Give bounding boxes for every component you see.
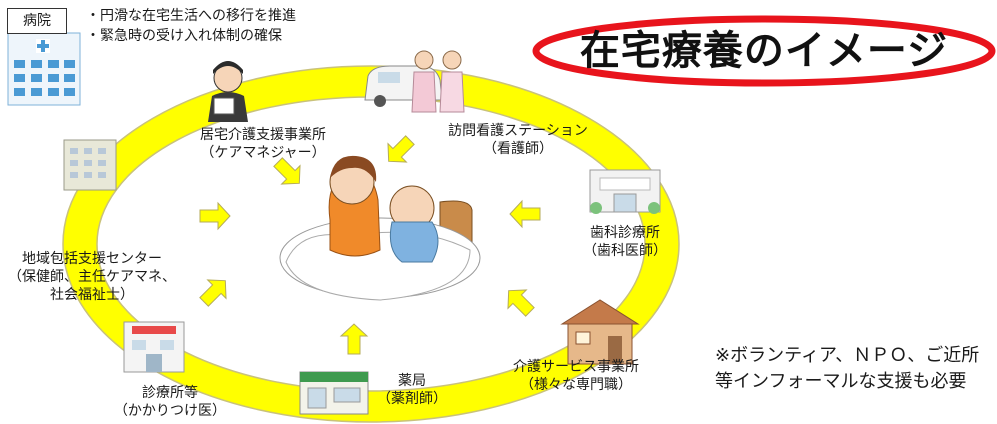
community-center-icon [63,139,117,191]
arrow-from-dental [509,199,541,229]
dental-label: 歯科診療所 （歯科医師） [565,224,685,260]
hospital-note-2: ・緊急時の受け入れ体制の確保 [86,28,282,44]
dental-clinic-icon [589,169,661,214]
hospital-notes: ・円滑な在宅生活への移行を推進 ・緊急時の受け入れ体制の確保 [86,6,296,46]
care-manager-line1: 居宅介護支援事業所 [200,127,326,143]
note-line2: 等インフォーマルな支援も必要 [715,371,967,392]
arrow-from-care-manager [273,157,301,185]
arrow-from-community-center [199,201,231,231]
care-service-line1: 介護サービス事業所 [513,359,639,375]
community-center-label: 地域包括支援センター （保健師、主任ケアマネ、 社会福祉士） [0,250,184,304]
care-manager-icon [208,61,248,122]
hospital-label: 病院 [7,8,67,34]
visiting-nurse-label: 訪問看護ステーション （看護師） [418,122,618,158]
community-center-line3: 社会福祉士） [50,287,134,303]
visiting-nurse-line2: （看護師） [483,141,553,157]
care-manager-label: 居宅介護支援事業所 （ケアマネジャー） [168,126,358,162]
pharmacy-line1: 薬局 [398,373,426,389]
arrow-from-care-service [507,289,535,317]
community-center-line2: （保健師、主任ケアマネ、 [8,269,176,285]
informal-support-note: ※ボランティア、ＮＰＯ、ご近所 等インフォーマルな支援も必要 [715,343,979,395]
hospital-note-1: ・円滑な在宅生活への移行を推進 [86,8,296,24]
page-title: 在宅療養のイメージ [579,28,949,74]
nurse-icon [411,50,465,113]
note-line1: ※ボランティア、ＮＰＯ、ご近所 [715,345,980,366]
title-oval [532,15,996,87]
dental-line2: （歯科医師） [583,243,667,259]
clinic-icon [123,321,185,373]
pharmacy-line2: （薬剤師） [377,391,447,407]
community-center-line1: 地域包括支援センター [22,251,162,267]
care-manager-line2: （ケアマネジャー） [200,145,326,161]
arrow-from-visiting-nurse [387,135,415,163]
clinic-label: 診療所等 （かかりつけ医） [100,384,240,420]
clinic-line2: （かかりつけ医） [113,403,227,419]
pharmacy-label: 薬局 （薬剤師） [368,372,456,408]
care-service-house-icon [560,299,640,365]
dental-line1: 歯科診療所 [590,225,660,241]
care-service-line2: （様々な専門職） [520,377,632,393]
patient-and-caregiver-icon [279,155,481,301]
visiting-nurse-line1: 訪問看護ステーション [448,123,588,139]
pharmacy-icon [299,371,369,415]
arrow-from-clinic [199,279,227,307]
care-service-label: 介護サービス事業所 （様々な専門職） [492,358,660,394]
arrow-from-pharmacy [339,323,369,355]
clinic-line1: 診療所等 [142,385,198,401]
hospital-icon [7,32,81,106]
